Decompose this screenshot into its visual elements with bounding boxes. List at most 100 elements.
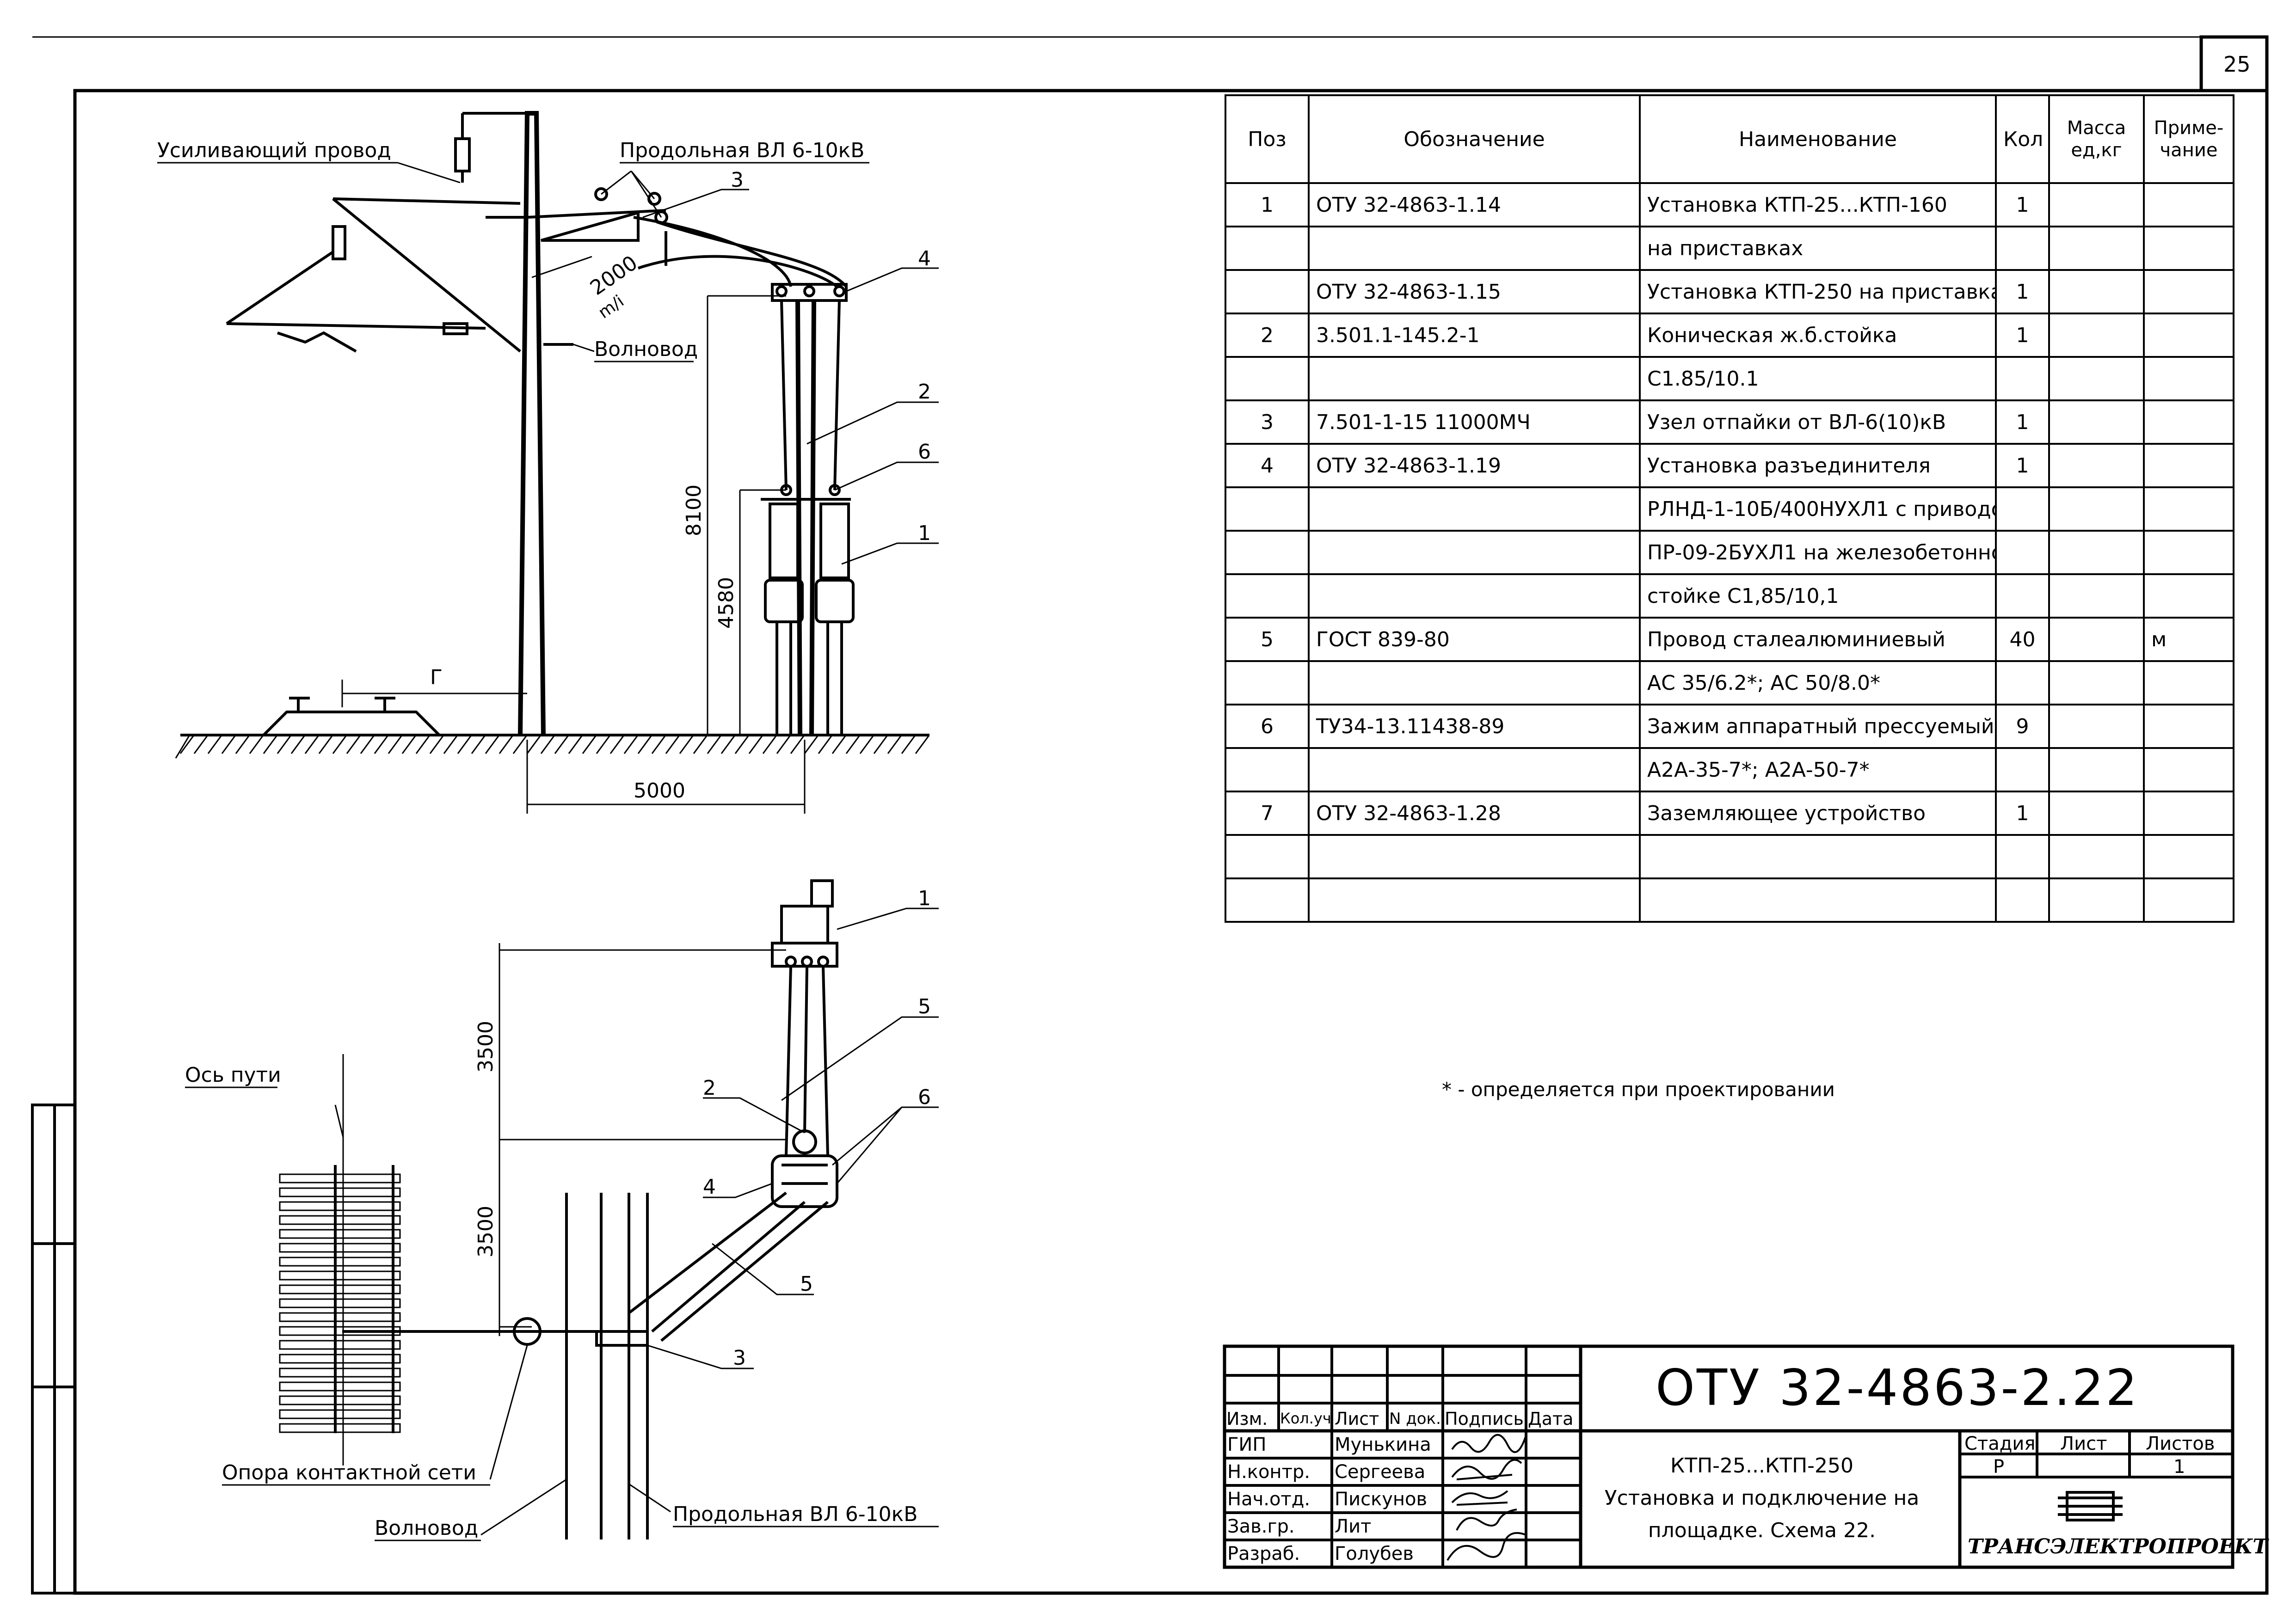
cell-name: А2А-35-7*; А2А-50-7*	[1639, 747, 1997, 792]
disconnector-plan	[771, 1154, 838, 1208]
dim-2000-line	[531, 256, 592, 278]
ktp-plan-body	[780, 905, 829, 944]
callout-p4-leader	[703, 1183, 773, 1198]
cell-designation	[1308, 356, 1641, 401]
tb-col-izm: Изм.	[1226, 1409, 1268, 1429]
cell-name	[1639, 877, 1997, 923]
cell-pos: 4	[1225, 443, 1310, 488]
line-insulator-1	[594, 187, 608, 201]
ktp-terminal-3	[817, 956, 829, 968]
label-longitudinal-top: Продольная ВЛ 6-10кВ	[620, 139, 864, 162]
insulator-top	[454, 137, 471, 172]
tb-col-list: Лист	[1335, 1409, 1379, 1429]
cell-pos	[1225, 486, 1310, 532]
ktp-terminal-2	[801, 956, 813, 968]
dim-4580-line	[739, 489, 786, 735]
cell-note	[2143, 356, 2234, 401]
cell-pos: 5	[1225, 617, 1310, 662]
label-waveguide-bottom: Волновод	[375, 1516, 478, 1540]
ktp-body-left	[769, 503, 799, 579]
pole-top-bracket	[461, 112, 536, 139]
dim-8100: 8100	[682, 485, 706, 536]
cell-designation: ОТУ 32-4863-1.19	[1308, 443, 1641, 488]
cell-mass	[2048, 486, 2145, 532]
cantilever-top-bar	[332, 197, 521, 205]
cell-designation	[1308, 747, 1641, 792]
tb-col-ndok: N док.	[1389, 1410, 1441, 1428]
dim-2000: 2000	[586, 251, 642, 300]
cell-pos	[1225, 573, 1310, 619]
callout-plan-1: 1	[918, 887, 931, 910]
table-row: А2А-35-7*; А2А-50-7*	[1225, 747, 2234, 792]
dim-3500-a: 3500	[474, 1021, 498, 1073]
cell-note: м	[2143, 617, 2234, 662]
cell-pos	[1225, 747, 1310, 792]
callout-3-leader	[642, 189, 749, 218]
dim-3500-b: 3500	[474, 1206, 498, 1257]
cell-pos: 2	[1225, 313, 1310, 358]
tb-name-nachotd: Пискунов	[1335, 1489, 1428, 1510]
cell-qty: 1	[1995, 399, 2050, 445]
longitudinal-plan-leader	[628, 1483, 671, 1513]
drop-wires	[780, 300, 841, 491]
cell-pos	[1225, 660, 1310, 705]
tb-title-line-1: КТП-25...КТП-250	[1670, 1454, 1854, 1478]
ktp-wires-plan	[785, 966, 829, 1156]
document-number: ОТУ 32-4863-2.22	[1656, 1359, 2139, 1417]
callout-plan-2: 2	[703, 1076, 716, 1100]
ground-hatch-lines	[179, 736, 929, 754]
tb-sheets-value: 1	[2173, 1456, 2185, 1478]
callout-p1-leader	[837, 908, 939, 930]
side-stamp	[31, 1104, 76, 1595]
tb-title-line-3: площадке. Схема 22.	[1648, 1519, 1876, 1542]
cell-designation	[1308, 573, 1641, 619]
table-row: РЛНД-1-10Б/400НУХЛ1 с приводом	[1225, 486, 2234, 532]
cell-name: Зажим аппаратный прессуемый	[1639, 704, 1997, 749]
cell-pos: 3	[1225, 399, 1310, 445]
dim-4580: 4580	[714, 577, 738, 629]
tb-col-kolvo: Кол.уч	[1280, 1410, 1331, 1427]
cell-pos	[1225, 530, 1310, 575]
cell-mass	[2048, 877, 2145, 923]
cell-designation	[1308, 877, 1641, 923]
cell-qty: 1	[1995, 791, 2050, 836]
drawing-frame	[73, 89, 2269, 1595]
cell-qty: 9	[1995, 704, 2050, 749]
callout-p5a-leader	[781, 1016, 939, 1101]
cell-mass	[2048, 617, 2145, 662]
callout-6-leader	[834, 461, 939, 491]
cell-qty: 40	[1995, 617, 2050, 662]
header-name: Наименование	[1639, 94, 1997, 184]
cell-mass	[2048, 313, 2145, 358]
longitudinal-line-plan	[565, 1193, 649, 1539]
disconnector-pole-plan	[792, 1129, 817, 1154]
page-number: 25	[2223, 52, 2251, 77]
cell-mass	[2048, 660, 2145, 705]
label-reinforcing-wire: Усиливающий провод	[157, 139, 391, 162]
rail-right	[375, 697, 395, 713]
company-logo	[2058, 1491, 2123, 1521]
cantilever-arm	[226, 322, 486, 330]
callout-p6-leader	[832, 1106, 939, 1184]
cell-note	[2143, 226, 2234, 271]
tb-col-podpis: Подпись	[1445, 1409, 1524, 1429]
table-row	[1225, 834, 2234, 879]
label-waveguide-top: Волновод	[594, 337, 698, 361]
dim-8100-line	[707, 295, 786, 735]
cell-qty: 1	[1995, 443, 2050, 488]
track-sleepers	[279, 1173, 401, 1433]
cell-qty	[1995, 877, 2050, 923]
ground-hatch	[175, 734, 929, 759]
callout-side-2: 2	[918, 380, 931, 404]
crossarm-bracket	[541, 211, 640, 242]
cell-mass	[2048, 356, 2145, 401]
callout-side-6: 6	[918, 440, 931, 464]
callout-2-leader	[806, 401, 939, 445]
cell-note	[2143, 182, 2234, 227]
cell-qty: 1	[1995, 182, 2050, 227]
